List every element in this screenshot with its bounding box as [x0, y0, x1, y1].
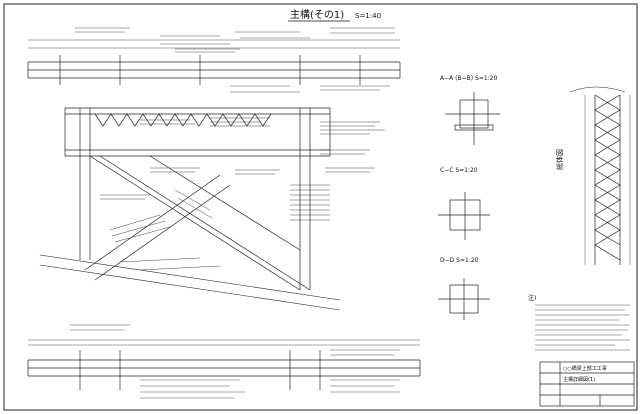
bottom-chord-elevation	[27, 339, 421, 390]
section-cc	[438, 192, 490, 240]
section-dd-label: D−D S=1:20	[440, 257, 479, 264]
title-block	[539, 361, 635, 407]
section-aa-label: A−A (B−B) S=1:20	[440, 75, 497, 82]
section-cc-label: C−C S=1:20	[440, 167, 478, 174]
top-member-elevation	[27, 39, 401, 85]
drawing-title: 主構(その1)	[290, 8, 344, 21]
overall-view-label: 総体図	[555, 149, 564, 170]
truss-annotations	[100, 117, 385, 271]
overall-truss	[569, 86, 631, 265]
title-block-line2: 主構詳細図(1)	[563, 376, 595, 383]
bottom-annotations	[70, 324, 400, 399]
notes-heading: 注)	[528, 294, 536, 302]
truss-elevation	[39, 107, 341, 311]
notes-lines	[535, 304, 630, 351]
drawing-scale: S=1:40	[355, 12, 381, 20]
sheet-border	[3, 3, 638, 411]
section-aa	[445, 92, 500, 145]
title-block-line1: ○○橋梁上部工工事	[563, 365, 607, 372]
top-annotations	[75, 27, 395, 93]
section-dd	[438, 278, 490, 320]
